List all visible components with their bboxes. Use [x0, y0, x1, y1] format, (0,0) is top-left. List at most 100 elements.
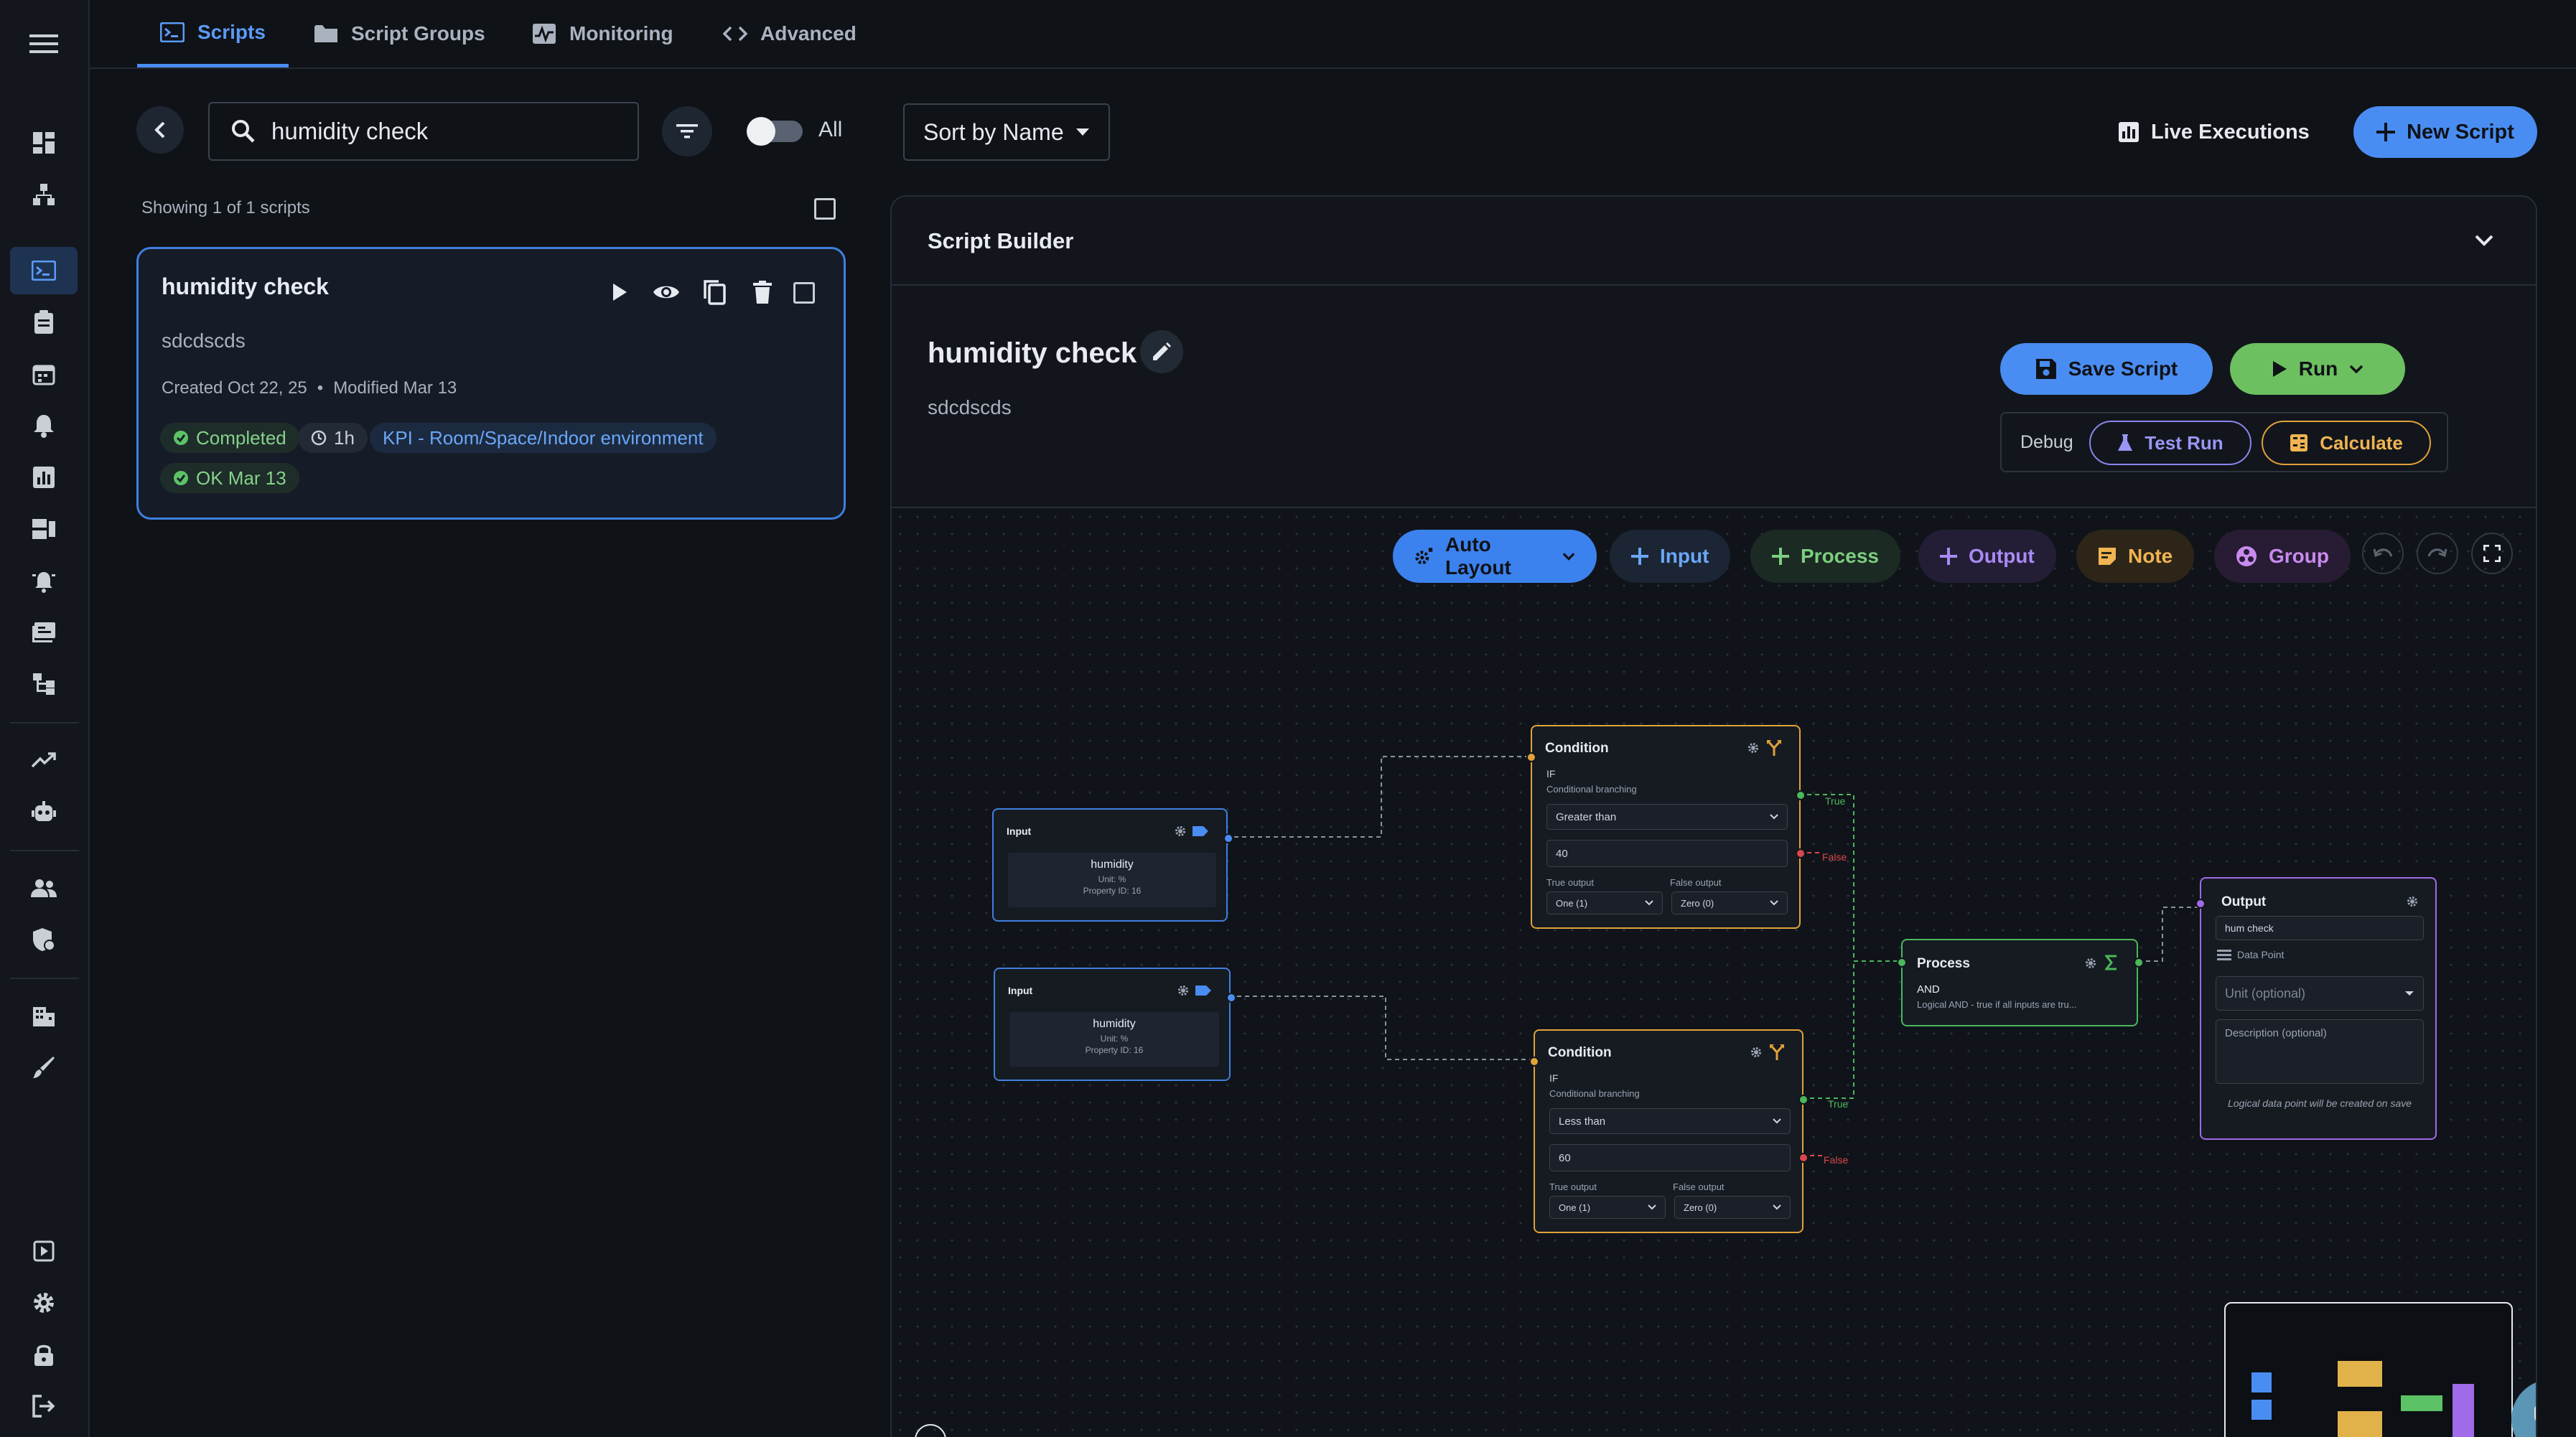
chevron-down-icon	[1770, 900, 1778, 906]
bell-icon[interactable]	[27, 409, 60, 442]
filter-button[interactable]	[662, 106, 712, 156]
output-node[interactable]: Output hum check Data Point Unit (option…	[2195, 877, 2437, 1140]
fullscreen-button[interactable]	[2471, 533, 2513, 574]
eye-icon[interactable]	[653, 282, 680, 302]
brush-icon[interactable]	[27, 1051, 60, 1084]
delete-icon[interactable]	[753, 281, 772, 304]
tab-scripts[interactable]: Scripts	[137, 0, 289, 67]
reports-icon[interactable]	[27, 616, 60, 649]
edit-name-button[interactable]	[1140, 330, 1183, 373]
run-button[interactable]: Run	[2230, 343, 2405, 395]
shield-user-icon[interactable]	[27, 923, 60, 956]
add-process-button[interactable]: Process	[1750, 530, 1900, 583]
add-group-button[interactable]: Group	[2214, 530, 2351, 583]
builder-header[interactable]: Script Builder	[892, 197, 2536, 286]
calculate-button[interactable]: Calculate	[2262, 421, 2431, 465]
gear-icon[interactable]	[1175, 825, 1186, 837]
true-handle[interactable]	[1798, 1095, 1809, 1105]
edge-label-false: False	[1822, 851, 1847, 863]
output-handle[interactable]	[2134, 958, 2144, 968]
flow-icon[interactable]	[27, 668, 60, 701]
tab-monitoring[interactable]: Monitoring	[532, 0, 673, 67]
menu-icon[interactable]	[27, 27, 60, 60]
test-run-button[interactable]: Test Run	[2089, 421, 2251, 465]
chevron-down-icon[interactable]	[2474, 234, 2494, 247]
false-output-select[interactable]: Zero (0)	[1674, 1196, 1791, 1219]
building-icon[interactable]	[27, 999, 60, 1032]
users-icon[interactable]	[27, 871, 60, 904]
trending-icon[interactable]	[27, 744, 60, 777]
undo-button[interactable]	[2362, 533, 2404, 574]
live-executions-button[interactable]: Live Executions	[2118, 118, 2310, 146]
input-handle[interactable]	[1529, 1057, 1539, 1067]
flow-canvas[interactable]: Auto Layout Input Process Output Note Gr…	[892, 507, 2536, 1437]
add-output-button[interactable]: Output	[1918, 530, 2056, 583]
gear-icon[interactable]	[1747, 742, 1759, 754]
alarm-icon[interactable]	[27, 564, 60, 597]
threshold-input[interactable]: 60	[1549, 1144, 1791, 1171]
analytics-icon[interactable]	[27, 461, 60, 494]
input-handle[interactable]	[1897, 958, 1907, 968]
all-toggle[interactable]	[747, 117, 803, 146]
edge-label-true: True	[1825, 795, 1846, 807]
condition-node[interactable]: Condition IF Conditional branching Less …	[1529, 1029, 1809, 1233]
condition-node[interactable]: Condition IF Conditional branching Great…	[1526, 725, 1806, 929]
input-handle[interactable]	[2195, 899, 2206, 909]
new-script-button[interactable]: New Script	[2353, 106, 2537, 158]
minimap[interactable]	[2224, 1302, 2513, 1437]
input-node[interactable]: Input humidity Unit: % Property ID: 16	[994, 968, 1236, 1081]
input-handle[interactable]	[1526, 752, 1536, 762]
play-box-icon[interactable]	[27, 1235, 60, 1268]
gear-icon[interactable]	[2407, 896, 2418, 907]
output-handle[interactable]	[1226, 993, 1236, 1003]
scripts-nav-icon[interactable]	[10, 247, 78, 294]
false-output-select[interactable]: Zero (0)	[1671, 891, 1788, 914]
gear-icon[interactable]	[1750, 1047, 1762, 1058]
true-handle[interactable]	[1796, 790, 1806, 800]
false-handle[interactable]	[1798, 1153, 1809, 1163]
output-name-input[interactable]: hum check	[2216, 916, 2424, 940]
auto-layout-button[interactable]: Auto Layout	[1393, 530, 1597, 583]
threshold-input[interactable]: 40	[1546, 840, 1788, 867]
true-output-select[interactable]: One (1)	[1546, 891, 1663, 914]
lock-icon[interactable]	[27, 1338, 60, 1371]
redo-button[interactable]	[2417, 533, 2458, 574]
showing-count: Showing 1 of 1 scripts	[141, 198, 310, 217]
unit-select[interactable]: Unit (optional)	[2216, 976, 2424, 1011]
calendar-icon[interactable]	[27, 357, 60, 390]
true-output-select[interactable]: One (1)	[1549, 1196, 1666, 1219]
run-script-icon[interactable]	[611, 282, 628, 302]
gear-icon[interactable]	[1177, 985, 1189, 996]
add-input-button[interactable]: Input	[1610, 530, 1731, 583]
tab-script-groups[interactable]: Script Groups	[314, 0, 485, 67]
description-textarea[interactable]: Description (optional)	[2216, 1019, 2424, 1084]
process-node[interactable]: Process AND Logical AND - true if all in…	[1897, 939, 2144, 1026]
input-node[interactable]: Input humidity Unit: % Property ID: 16	[992, 808, 1233, 922]
output-handle[interactable]	[1223, 833, 1233, 843]
gear-icon[interactable]	[2085, 958, 2096, 969]
gear-icon[interactable]	[27, 1286, 60, 1319]
clipboard-icon[interactable]	[27, 306, 60, 339]
select-all-checkbox[interactable]	[814, 198, 836, 220]
add-note-button[interactable]: Note	[2076, 530, 2195, 583]
logout-icon[interactable]	[27, 1390, 60, 1423]
last-run-badge: OK Mar 13	[160, 463, 299, 493]
hierarchy-icon[interactable]	[27, 178, 60, 211]
sort-select[interactable]: Sort by Name	[903, 103, 1110, 161]
save-script-button[interactable]: Save Script	[2000, 343, 2213, 395]
back-button[interactable]	[136, 106, 184, 154]
tab-advanced[interactable]: Advanced	[723, 0, 857, 67]
false-handle[interactable]	[1796, 848, 1806, 858]
operator-select[interactable]: Greater than	[1546, 804, 1788, 830]
copy-icon[interactable]	[703, 279, 726, 305]
tag-icon	[1195, 986, 1211, 996]
script-card[interactable]: humidity check sdcdscds Created Oct 22, …	[136, 247, 846, 520]
plus-icon	[1631, 548, 1648, 565]
dashboard-icon[interactable]	[27, 126, 60, 159]
robot-icon[interactable]	[27, 795, 60, 828]
search-input[interactable]: humidity check	[208, 102, 639, 161]
select-script-checkbox[interactable]	[793, 282, 815, 304]
pencil-icon	[1153, 342, 1171, 360]
widgets-icon[interactable]	[27, 512, 60, 546]
operator-select[interactable]: Less than	[1549, 1108, 1791, 1134]
